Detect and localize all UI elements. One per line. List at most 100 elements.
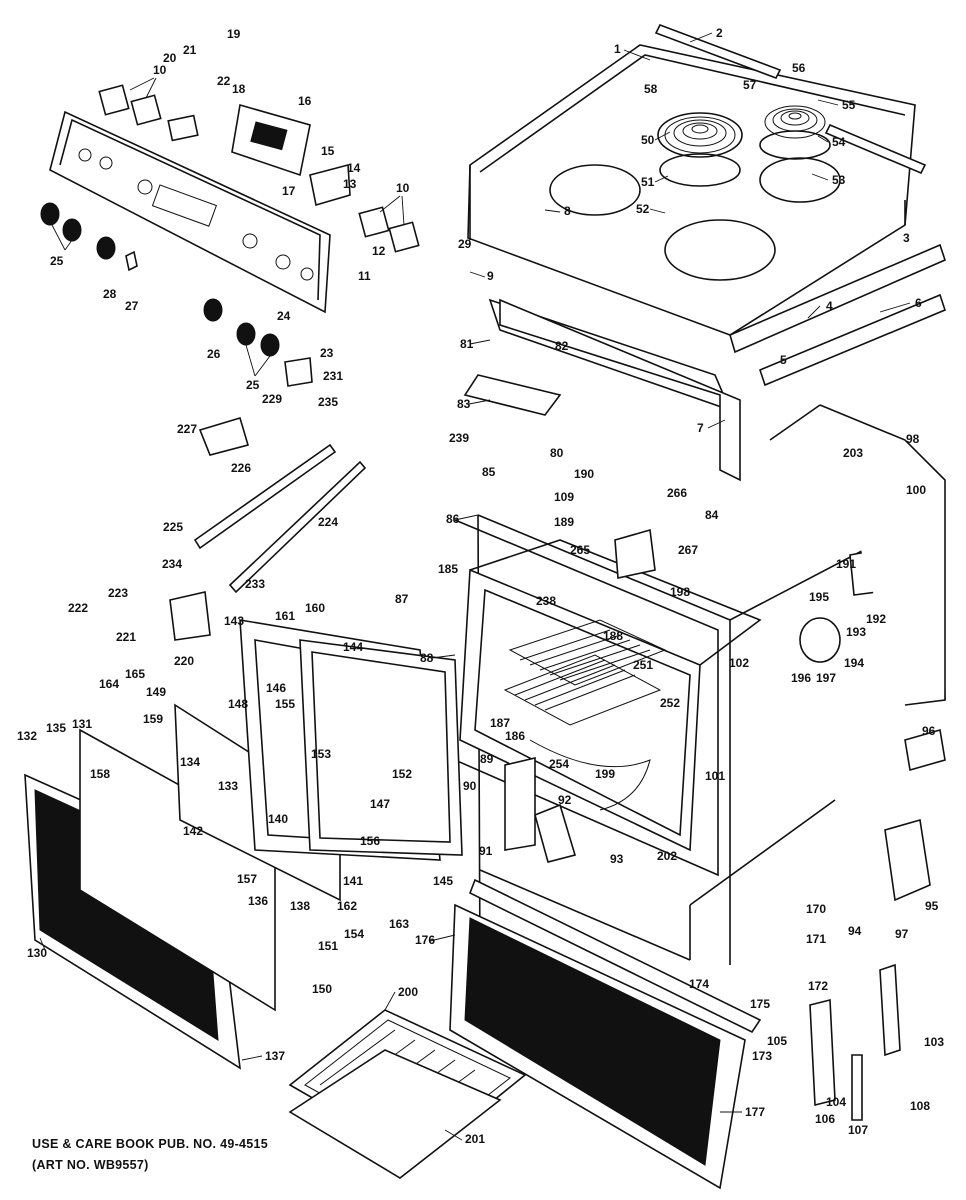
svg-text:83: 83: [457, 397, 471, 411]
svg-text:14: 14: [347, 161, 361, 175]
svg-text:88: 88: [420, 651, 434, 665]
svg-text:130: 130: [27, 946, 47, 960]
knobs: [40, 202, 280, 357]
svg-text:151: 151: [318, 939, 338, 953]
svg-text:191: 191: [836, 557, 856, 571]
svg-text:254: 254: [549, 757, 569, 771]
svg-text:106: 106: [815, 1112, 835, 1126]
svg-text:203: 203: [843, 446, 863, 460]
svg-text:171: 171: [806, 932, 826, 946]
svg-text:163: 163: [389, 917, 409, 931]
leader-lines: [39, 32, 911, 1141]
svg-text:137: 137: [265, 1049, 285, 1063]
svg-text:25: 25: [50, 254, 64, 268]
svg-text:195: 195: [809, 590, 829, 604]
svg-text:50: 50: [641, 133, 655, 147]
svg-text:192: 192: [866, 612, 886, 626]
svg-text:186: 186: [505, 729, 525, 743]
svg-text:9: 9: [487, 269, 494, 283]
cooktop-assembly: [467, 23, 927, 336]
svg-text:150: 150: [312, 982, 332, 996]
svg-text:266: 266: [667, 486, 687, 500]
svg-text:177: 177: [745, 1105, 765, 1119]
svg-text:227: 227: [177, 422, 197, 436]
svg-text:95: 95: [925, 899, 939, 913]
svg-text:239: 239: [449, 431, 469, 445]
svg-text:187: 187: [490, 716, 510, 730]
svg-text:161: 161: [275, 609, 295, 623]
svg-text:220: 220: [174, 654, 194, 668]
svg-text:54: 54: [832, 135, 846, 149]
svg-text:96: 96: [922, 724, 936, 738]
svg-text:265: 265: [570, 543, 590, 557]
svg-text:170: 170: [806, 902, 826, 916]
svg-text:19: 19: [227, 27, 241, 41]
light-cover: [799, 617, 841, 663]
svg-text:90: 90: [463, 779, 477, 793]
svg-text:235: 235: [318, 395, 338, 409]
svg-text:86: 86: [446, 512, 460, 526]
svg-text:131: 131: [72, 717, 92, 731]
bottom-panel: [463, 374, 562, 416]
svg-text:97: 97: [895, 927, 909, 941]
bracket-left: [198, 417, 250, 456]
svg-text:22: 22: [217, 74, 231, 88]
svg-text:26: 26: [207, 347, 221, 361]
bracket-92: [504, 756, 536, 851]
svg-text:27: 27: [125, 299, 139, 313]
svg-text:202: 202: [657, 849, 677, 863]
infinite-switch-right: [358, 206, 420, 253]
svg-text:108: 108: [910, 1099, 930, 1113]
svg-text:133: 133: [218, 779, 238, 793]
svg-text:157: 157: [237, 872, 257, 886]
svg-text:89: 89: [480, 752, 494, 766]
svg-text:145: 145: [433, 874, 453, 888]
svg-text:29: 29: [458, 237, 472, 251]
svg-text:10: 10: [396, 181, 410, 195]
svg-text:10: 10: [153, 63, 167, 77]
callout-labels: 1 2 3 4 5 6 7 8 9 10 10 11 12 13 14 15 1…: [17, 26, 944, 1146]
svg-text:188: 188: [603, 629, 623, 643]
svg-text:144: 144: [343, 640, 363, 654]
svg-text:93: 93: [610, 852, 624, 866]
front-frame-piece: [499, 298, 741, 482]
svg-text:229: 229: [262, 392, 282, 406]
svg-text:143: 143: [224, 614, 244, 628]
svg-text:267: 267: [678, 543, 698, 557]
rear-panel-98: [819, 404, 946, 706]
svg-text:53: 53: [832, 173, 846, 187]
svg-text:173: 173: [752, 1049, 772, 1063]
infinite-switch-left: [98, 84, 162, 126]
svg-text:107: 107: [848, 1123, 868, 1137]
svg-text:198: 198: [670, 585, 690, 599]
svg-text:7: 7: [697, 421, 704, 435]
spring-107: [851, 1054, 863, 1121]
svg-text:159: 159: [143, 712, 163, 726]
svg-text:82: 82: [555, 339, 569, 353]
svg-text:56: 56: [792, 61, 806, 75]
svg-text:148: 148: [228, 697, 248, 711]
svg-text:12: 12: [372, 244, 386, 258]
oven-selector-switch: [167, 114, 199, 142]
svg-text:193: 193: [846, 625, 866, 639]
svg-text:84: 84: [705, 508, 719, 522]
drawer-front: [449, 903, 746, 1190]
hinge-106: [809, 998, 836, 1107]
svg-text:2: 2: [716, 26, 723, 40]
svg-text:25: 25: [246, 378, 260, 392]
broiler-pan: [288, 1009, 527, 1179]
oven-front-frame: [454, 519, 719, 877]
svg-text:175: 175: [750, 997, 770, 1011]
svg-text:158: 158: [90, 767, 110, 781]
svg-text:199: 199: [595, 767, 615, 781]
svg-text:24: 24: [277, 309, 291, 323]
control-rail-right: [228, 460, 367, 594]
svg-text:81: 81: [460, 337, 474, 351]
svg-text:3: 3: [903, 231, 910, 245]
svg-text:140: 140: [268, 812, 288, 826]
svg-text:13: 13: [343, 177, 357, 191]
svg-text:226: 226: [231, 461, 251, 475]
svg-text:222: 222: [68, 601, 88, 615]
svg-text:146: 146: [266, 681, 286, 695]
svg-text:57: 57: [743, 78, 757, 92]
